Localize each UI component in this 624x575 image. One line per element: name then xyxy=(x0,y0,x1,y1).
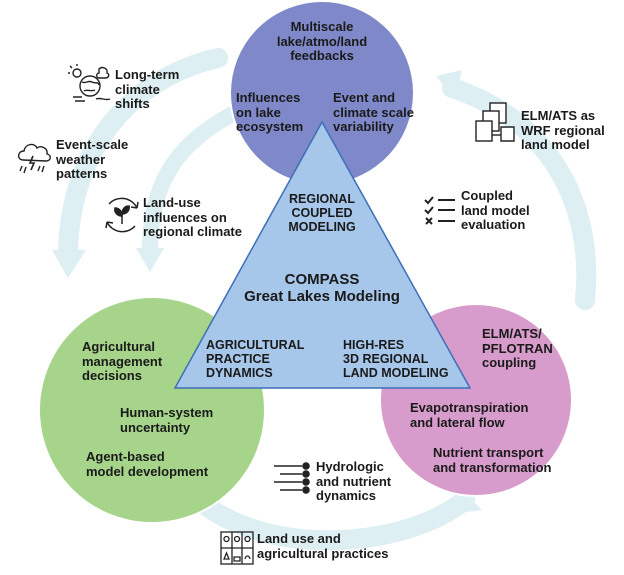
land-plots-icon xyxy=(220,531,254,565)
triangle-top-label: REGIONAL COUPLED MODELING xyxy=(288,192,356,234)
linked-documents-icon xyxy=(475,102,515,142)
cycle-arrow-top-left-inner xyxy=(142,102,248,258)
connector-label: Coupled land model evaluation xyxy=(461,188,530,233)
plant-cycle-icon xyxy=(105,197,139,233)
top-circle-item: Multiscale lake/atmo/land feedbacks xyxy=(276,19,368,64)
left-circle-item: Agent-based model development xyxy=(86,449,209,479)
top-circle-item: Influences on lake ecosystem xyxy=(236,90,304,135)
cycle-arrow-top-right xyxy=(442,78,597,310)
connector-label: Land-use influences on regional climate xyxy=(143,195,242,240)
cycle-arrow-bottom xyxy=(195,490,475,551)
right-circle-item: Nutrient transport and transformation xyxy=(433,445,552,475)
top-circle-item: Event and climate scale variability xyxy=(333,90,414,135)
triangle-left-label: AGRICULTURAL PRACTICE DYNAMICS xyxy=(206,338,305,380)
connector-label: Event-scale weather patterns xyxy=(56,137,129,182)
arrowhead-left xyxy=(52,250,86,278)
cycle-arrows xyxy=(58,48,597,551)
triangle-right-label: HIGH-RES 3D REGIONAL LAND MODELING xyxy=(343,338,449,380)
storm-cloud-icon xyxy=(17,143,51,174)
flow-lines-icon xyxy=(274,462,310,494)
connector-label: Land use and agricultural practices xyxy=(257,531,389,561)
connector-label: Hydrologic and nutrient dynamics xyxy=(316,459,392,504)
arrowhead-left-inner xyxy=(136,248,164,272)
right-circle-item: ELM/ATS/ PFLOTRAN coupling xyxy=(482,326,553,371)
arrowhead-top-right xyxy=(436,70,462,100)
connector-label: Long-term climate shifts xyxy=(115,67,180,112)
checklist-icon xyxy=(424,196,455,225)
right-circle-item: Evapotranspiration and lateral flow xyxy=(410,400,529,430)
left-circle-item: Human-system uncertainty xyxy=(120,405,214,435)
central-triangle xyxy=(173,120,472,389)
connector-label: ELM/ATS as WRF regional land model xyxy=(521,108,605,153)
globe-climate-icon xyxy=(68,64,111,102)
cycle-arrow-top-left xyxy=(58,48,228,262)
triangle-title: COMPASS Great Lakes Modeling xyxy=(244,271,400,305)
left-circle-item: Agricultural management decisions xyxy=(82,339,163,384)
